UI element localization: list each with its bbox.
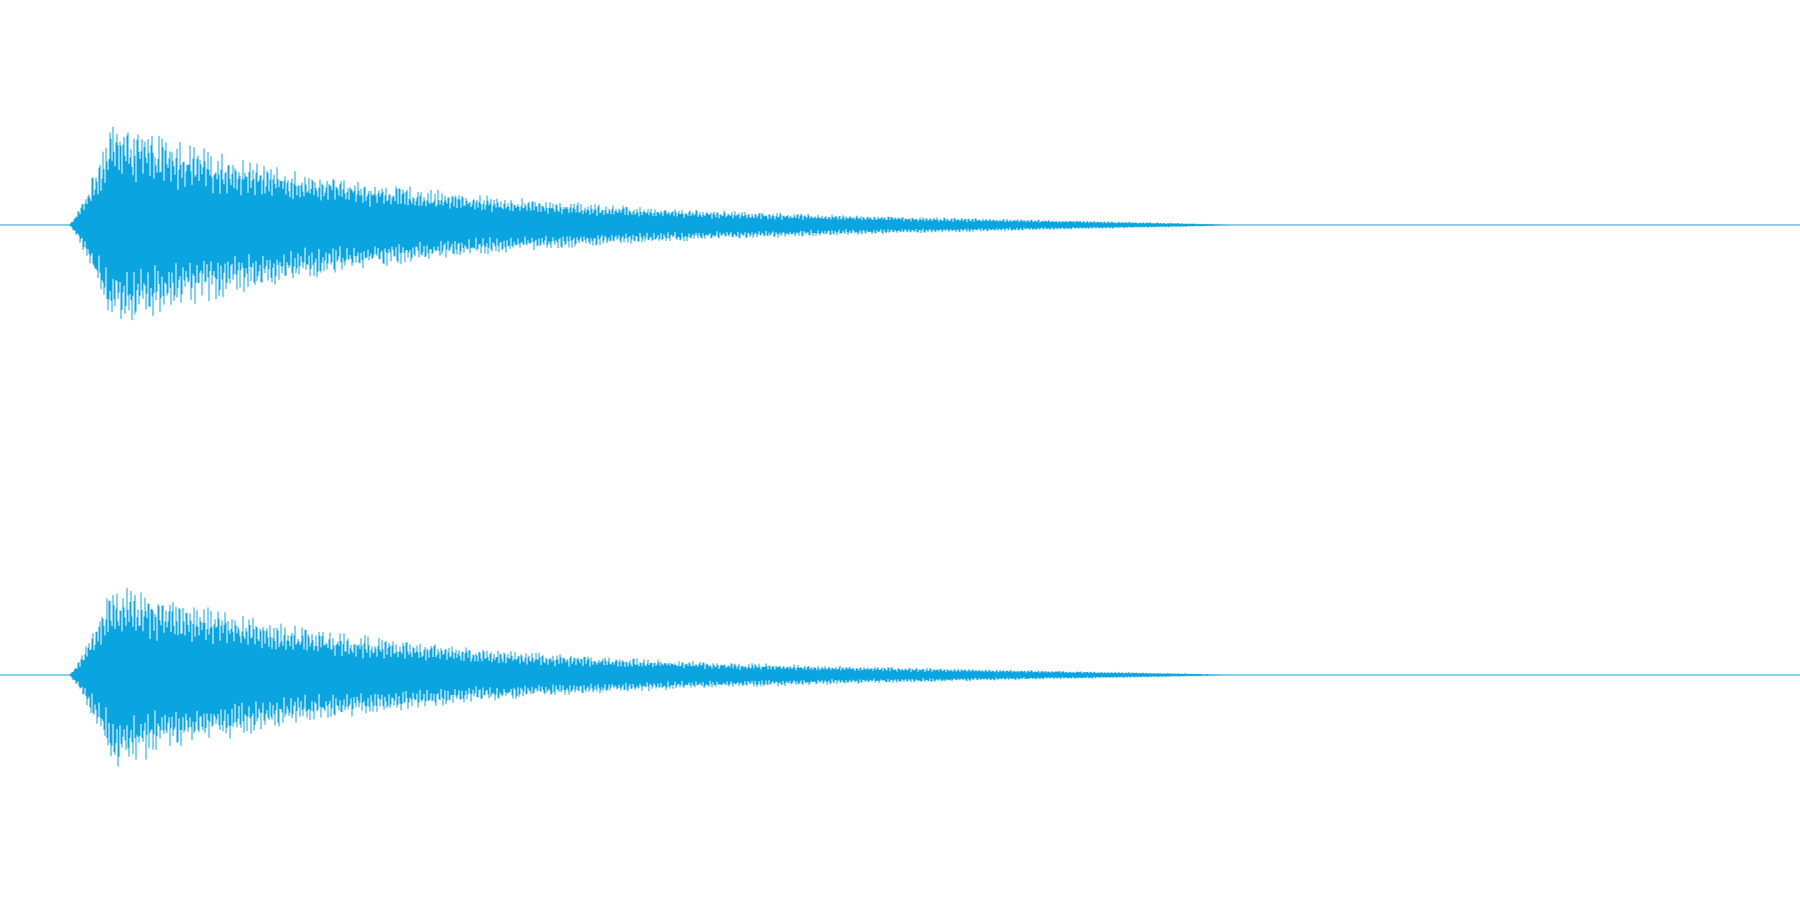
- waveform-core: [68, 641, 1243, 709]
- waveform-core: [68, 187, 1247, 263]
- waveform-channel-0: [0, 126, 1800, 321]
- waveform-channel-1: [0, 587, 1800, 767]
